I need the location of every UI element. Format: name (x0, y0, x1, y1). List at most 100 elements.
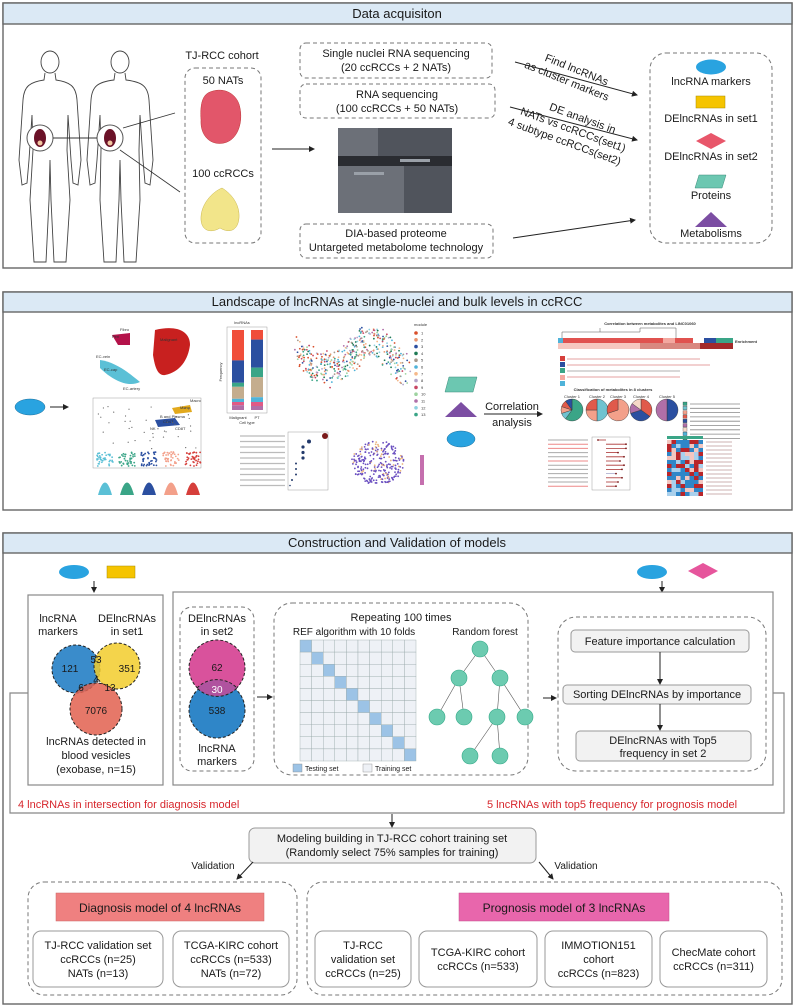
umap-point (337, 375, 340, 378)
umap-point (389, 463, 391, 466)
dot (291, 479, 293, 481)
umap-point (353, 458, 355, 461)
umap-point (338, 364, 341, 366)
fold-cell (357, 712, 370, 725)
volcano-point (190, 430, 192, 432)
umap-point (401, 457, 403, 459)
umap-point (332, 356, 335, 359)
heatmap-cell (671, 492, 676, 496)
legend-label: DElncRNAs in set2 (664, 151, 758, 163)
bar-title: lncRNAs (234, 320, 250, 325)
umap-point (376, 454, 379, 457)
umap-point (381, 463, 383, 466)
umap-point (376, 329, 379, 332)
volcano-point (101, 453, 104, 456)
expression-umap-plot (351, 440, 424, 485)
umap-point (358, 470, 361, 473)
volcano-point (193, 465, 195, 467)
heatmap-cell (676, 448, 681, 452)
umap-point (397, 475, 400, 478)
umap-point (302, 347, 305, 350)
nats-label: 50 NATs (203, 75, 244, 87)
umap-label: Mono (180, 405, 191, 410)
heatmap-title: Correlation between metabolites and LINC… (604, 321, 696, 326)
umap-point (364, 443, 367, 446)
volcano-point (129, 454, 132, 457)
umap-point (381, 340, 384, 343)
dot (301, 450, 305, 455)
heatmap-cell (689, 452, 694, 456)
heatmap-cell (671, 440, 676, 444)
fold-cell (346, 712, 359, 725)
fold-cell (392, 664, 405, 677)
umap-point (368, 344, 371, 347)
prognosis-title: Prognosis model of 3 lncRNAs (483, 901, 646, 915)
umap-point (355, 353, 358, 356)
umap-point (333, 357, 336, 360)
umap-point (308, 344, 311, 347)
umap-point (340, 378, 343, 381)
umap-point (364, 448, 367, 450)
umap-point (372, 329, 375, 331)
fold-cell (404, 724, 417, 738)
cohort-box (314, 930, 412, 988)
volcano-point (174, 455, 177, 458)
fold-cell (334, 712, 347, 725)
volcano-point (120, 460, 123, 463)
umap-point (360, 358, 362, 361)
heatmap-cell (685, 440, 690, 444)
umap-point (395, 473, 398, 476)
umap-point (320, 353, 322, 356)
umap-point (401, 361, 404, 364)
heatmap-cell (680, 484, 685, 488)
umap-point (363, 346, 366, 349)
cohort-box (172, 930, 290, 988)
heatmap-cell (667, 440, 672, 444)
volcano-point (98, 455, 101, 457)
umap-point (368, 354, 371, 356)
umap-point (304, 367, 307, 370)
cross-validation-grid (299, 639, 417, 762)
umap-point (399, 362, 402, 364)
umap-point (346, 351, 349, 354)
testing-set-swatch (292, 763, 303, 773)
umap-point (343, 355, 346, 358)
volcano-point (107, 453, 110, 456)
metabolome-title: Untargeted metabolome technology (309, 242, 484, 254)
umap-point (395, 352, 398, 355)
umap-point (387, 463, 390, 466)
venn-count: 4 (93, 675, 99, 686)
umap-point (305, 348, 308, 351)
heatmap-cell (694, 456, 699, 460)
volcano-point (129, 420, 131, 422)
bar-ylabel: Frequency (218, 363, 223, 382)
fold-cell (346, 688, 359, 701)
fold-cell (346, 700, 359, 713)
volcano-point (196, 462, 199, 465)
legend-dot (414, 331, 418, 335)
umap-point (397, 368, 399, 371)
umap-point (383, 350, 386, 353)
pie-legend-swatch (682, 401, 688, 406)
volcano-point (177, 453, 180, 456)
heatmap-cell (667, 468, 672, 472)
umap-point (399, 471, 401, 474)
umap-point (310, 360, 313, 362)
pie-slice (607, 398, 630, 422)
umap-point (387, 452, 389, 455)
fold-cell (404, 639, 417, 653)
umap-point (356, 340, 359, 343)
umap-point (364, 457, 366, 460)
umap-point (355, 367, 358, 370)
step-label: Sorting DElncRNAs by importance (573, 689, 741, 701)
umap-point (309, 352, 311, 355)
lollipop-dot (625, 447, 627, 450)
nat-tissue-icon (200, 89, 241, 144)
lollipop-dot (623, 464, 625, 467)
volcano-point (149, 440, 151, 442)
umap-point (336, 360, 339, 363)
legend-label: lncRNA markers (671, 76, 751, 88)
umap-point (386, 444, 389, 447)
umap-point (377, 336, 379, 339)
dot (301, 445, 305, 449)
